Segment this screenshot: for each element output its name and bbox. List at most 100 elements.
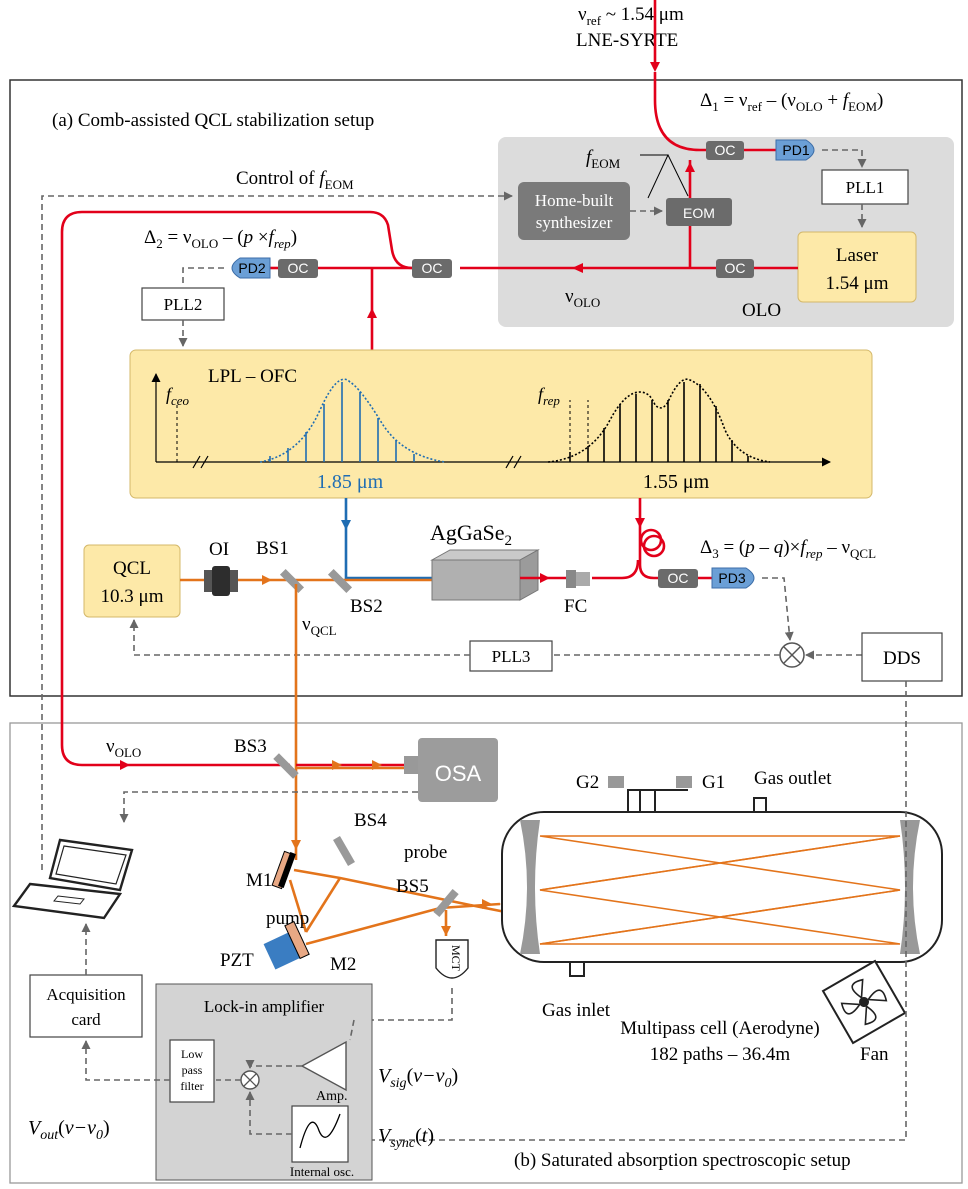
pump-label: pump xyxy=(266,908,309,929)
vsync-label: Vsync(t) xyxy=(378,1125,434,1151)
panel-b-title: (b) Saturated absorption spectroscopic s… xyxy=(514,1150,851,1171)
olo-label: OLO xyxy=(742,300,781,321)
oc-laser xyxy=(716,259,754,278)
svg-text:MCT: MCT xyxy=(449,945,463,972)
pll2-box xyxy=(141,287,225,321)
synthesizer-box xyxy=(518,182,630,240)
agGaSe2-crystal xyxy=(430,549,540,601)
bs3-label: BS3 xyxy=(234,736,267,757)
cell-label-2: 182 paths – 36.4m xyxy=(650,1044,791,1065)
pd1-detector xyxy=(775,139,815,161)
svg-text:Lock-in amplifier: Lock-in amplifier xyxy=(204,997,325,1016)
delta1-label: Δ1 = νref – (νOLO + fEOM) xyxy=(700,90,883,114)
comb-to-pd3 xyxy=(638,530,716,580)
bs3 xyxy=(273,753,299,779)
fiber-coil xyxy=(639,528,666,558)
svg-text:OC: OC xyxy=(725,260,746,276)
bs5-label: BS5 xyxy=(396,876,429,897)
gas-inlet-label: Gas inlet xyxy=(542,1000,611,1021)
svg-text:Amp.: Amp. xyxy=(316,1089,348,1104)
cell-label-1: Multipass cell (Aerodyne) xyxy=(620,1018,819,1039)
control-feom-label: Control of fEOM xyxy=(236,168,354,192)
svg-text:PLL3: PLL3 xyxy=(492,647,531,666)
fiber-coupler xyxy=(566,570,590,588)
svg-text:OC: OC xyxy=(668,570,689,586)
svg-text:card: card xyxy=(71,1010,101,1029)
panel-a-frame xyxy=(9,79,963,697)
g1-label: G1 xyxy=(702,772,725,793)
ref-fiber-curve xyxy=(653,72,720,152)
g2-label: G2 xyxy=(576,772,599,793)
vsig-label: Vsig(ν−ν0) xyxy=(378,1065,458,1091)
fan-icon xyxy=(821,959,907,1045)
internal-osc-box xyxy=(291,1105,349,1163)
ofc-label: LPL – OFC xyxy=(208,366,297,387)
vqcl-label: νQCL xyxy=(302,614,337,638)
bs2 xyxy=(327,568,353,594)
mct-detector xyxy=(435,939,469,979)
blue-comb-lines xyxy=(269,382,415,462)
bs1-label: BS1 xyxy=(256,538,289,559)
acquisition-card-box xyxy=(29,974,143,1038)
gas-outlet-label: Gas outlet xyxy=(754,768,832,789)
panel-a-title: (a) Comb-assisted QCL stabilization setu… xyxy=(52,110,374,131)
m1-label: M1 xyxy=(246,870,272,891)
pd2-detector xyxy=(231,257,271,279)
m2-mirror xyxy=(284,920,310,960)
oc-pd2 xyxy=(278,259,318,278)
svg-text:PD2: PD2 xyxy=(238,260,265,276)
wavelength-155: 1.55 μm xyxy=(643,471,710,493)
vout-label: Vout(ν−ν0) xyxy=(28,1117,110,1143)
panel-b-frame xyxy=(9,722,963,1184)
svg-text:DDS: DDS xyxy=(883,648,921,669)
low-pass-filter-box xyxy=(169,1039,215,1103)
svg-text:Home-built: Home-built xyxy=(535,191,614,210)
svg-text:Acquisition: Acquisition xyxy=(46,985,126,1004)
ofc-box xyxy=(129,349,873,499)
g2-valve xyxy=(608,776,624,788)
oc-pd3 xyxy=(658,569,698,588)
m2-label: M2 xyxy=(330,954,356,975)
svg-text:OC: OC xyxy=(422,260,443,276)
svg-text:OSA: OSA xyxy=(435,761,482,786)
svg-text:PLL1: PLL1 xyxy=(846,178,885,197)
pll3-box xyxy=(469,640,553,672)
bs4 xyxy=(333,836,355,866)
delta3-label: Δ3 = (p – q)×frep – νQCL xyxy=(700,537,876,561)
bs5 xyxy=(433,888,459,918)
lne-syrte-label: LNE-SYRTE xyxy=(576,30,678,51)
wavelength-185: 1.85 μm xyxy=(317,471,384,493)
svg-text:OC: OC xyxy=(715,142,736,158)
pd3-detector xyxy=(711,567,755,589)
delta2-label: Δ2 = νOLO – (p ×frep) xyxy=(144,227,297,251)
svg-text:filter: filter xyxy=(180,1079,203,1093)
volo-label-b: νOLO xyxy=(106,736,141,760)
fan-label: Fan xyxy=(860,1044,889,1065)
svg-text:1.54 μm: 1.54 μm xyxy=(826,273,889,294)
g1-valve xyxy=(676,776,692,788)
osa-box xyxy=(418,738,498,802)
svg-text:PLL2: PLL2 xyxy=(164,295,203,314)
dds-box xyxy=(861,632,943,682)
laptop-icon xyxy=(11,838,134,920)
pll1-box xyxy=(821,169,909,205)
oc-middle xyxy=(412,259,452,278)
svg-text:pass: pass xyxy=(182,1063,203,1077)
pzt-label: PZT xyxy=(220,950,254,971)
eom-box xyxy=(666,198,732,226)
svg-text:synthesizer: synthesizer xyxy=(536,213,613,232)
svg-text:Internal osc.: Internal osc. xyxy=(290,1164,354,1179)
svg-text:PD3: PD3 xyxy=(718,570,745,586)
oi-label: OI xyxy=(209,539,229,560)
multipass-cell xyxy=(501,811,943,963)
fc-label: FC xyxy=(564,596,587,617)
crystal-label: AgGaSe2 xyxy=(430,520,512,549)
svg-text:QCL: QCL xyxy=(113,558,151,579)
blue-beam xyxy=(344,498,432,580)
vref-label: νref ~ 1.54 μm xyxy=(578,4,684,28)
optical-isolator xyxy=(204,566,238,596)
svg-text:PD1: PD1 xyxy=(782,142,809,158)
oc-pd1 xyxy=(706,141,744,160)
probe-label: probe xyxy=(404,842,447,863)
